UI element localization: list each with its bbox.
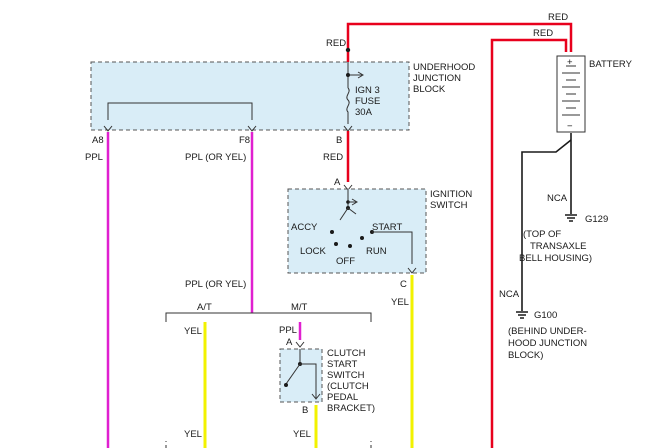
fuse-label: IGN 3 FUSE 30A xyxy=(355,85,380,118)
svg-text:CLUTCH: CLUTCH xyxy=(327,348,366,359)
mt-label: M/T xyxy=(291,302,308,313)
pin-a-ign-label: A xyxy=(334,177,341,188)
underhood-junction-block xyxy=(90,61,410,131)
at-label: A/T xyxy=(197,302,212,313)
svg-text:−: − xyxy=(567,121,573,132)
battery-second-feed-wire xyxy=(490,38,568,448)
yel-label-c: YEL xyxy=(391,297,409,308)
yel-label-at: YEL xyxy=(184,326,202,337)
pin-a-clutch-label: A xyxy=(286,337,293,348)
ppl-or-yel-label-lower: PPL (OR YEL) xyxy=(185,279,246,290)
svg-text:BLOCK: BLOCK xyxy=(413,84,446,95)
battery-feed-wire xyxy=(346,22,573,62)
svg-text:UNDERHOOD: UNDERHOOD xyxy=(413,62,475,73)
g100-label: G100 xyxy=(534,310,557,321)
g129-label: G129 xyxy=(585,214,608,225)
svg-text:+: + xyxy=(567,57,573,68)
g100-ground-icon xyxy=(516,311,528,319)
ppl-label-mt: PPL xyxy=(279,325,297,336)
ignition-switch-contacts xyxy=(330,189,413,264)
svg-text:TRANSAXLE: TRANSAXLE xyxy=(530,241,587,252)
ignition-switch-label: IGNITION SWITCH xyxy=(430,189,472,211)
svg-text:(BEHIND UNDER-: (BEHIND UNDER- xyxy=(508,326,587,337)
pin-a8-label: A8 xyxy=(92,135,104,146)
off-label: OFF xyxy=(336,256,355,267)
fuse-tap-arrow xyxy=(348,71,364,79)
a8-connector-symbol xyxy=(103,125,113,132)
clutch-start-switch-box xyxy=(279,348,323,403)
svg-text:30A: 30A xyxy=(355,107,373,118)
svg-text:SWITCH: SWITCH xyxy=(430,200,468,211)
svg-text:(TOP OF: (TOP OF xyxy=(523,229,561,240)
svg-text:FUSE: FUSE xyxy=(355,96,380,107)
battery-label: BATTERY xyxy=(589,59,633,70)
red-wire-label-fuse-in: RED xyxy=(326,38,346,49)
nca-label-1: NCA xyxy=(547,193,568,204)
red-splice-node xyxy=(345,47,351,53)
svg-text:IGNITION: IGNITION xyxy=(430,189,472,200)
svg-text:START: START xyxy=(327,359,357,370)
svg-text:(CLUTCH: (CLUTCH xyxy=(327,381,369,392)
svg-text:BLOCK): BLOCK) xyxy=(508,350,543,361)
ground-wire-g100 xyxy=(521,139,572,311)
lock-label: LOCK xyxy=(300,246,327,257)
clutch-pin-a-symbol xyxy=(295,341,305,348)
clutch-switch-contacts xyxy=(284,349,321,400)
underhood-junction-block-label: UNDERHOOD JUNCTION BLOCK xyxy=(413,62,475,95)
ignition-switch-box xyxy=(287,188,427,274)
yel-label-bottom-mid: YEL xyxy=(293,429,311,440)
fuse-node xyxy=(346,73,350,77)
svg-text:BELL HOUSING): BELL HOUSING) xyxy=(519,253,592,264)
accy-label: ACCY xyxy=(291,222,318,233)
g129-ground-icon xyxy=(565,214,577,222)
battery-symbol: + − xyxy=(556,55,586,133)
pin-f8-label: F8 xyxy=(239,135,250,146)
svg-text:HOOD JUNCTION: HOOD JUNCTION xyxy=(508,338,587,349)
g100-location-label: (BEHIND UNDER- HOOD JUNCTION BLOCK) xyxy=(508,326,587,361)
nca-label-2: NCA xyxy=(499,289,520,300)
pin-b-clutch-label: B xyxy=(302,405,308,416)
red-wire-label-second: RED xyxy=(533,28,553,39)
yel-label-bottom-left: YEL xyxy=(184,429,202,440)
pin-c-label: C xyxy=(400,279,407,290)
svg-text:IGN 3: IGN 3 xyxy=(355,85,380,96)
run-label: RUN xyxy=(366,246,387,257)
start-label: START xyxy=(372,222,402,233)
ign-pin-c-symbol xyxy=(407,267,417,274)
junction-bus xyxy=(107,102,253,120)
svg-text:JUNCTION: JUNCTION xyxy=(413,73,461,84)
pin-b-fuse-label: B xyxy=(336,135,342,146)
g129-location-label: (TOP OF TRANSAXLE BELL HOUSING) xyxy=(519,229,592,264)
red-wire-label-top: RED xyxy=(548,12,568,23)
clutch-start-switch-label: CLUTCH START SWITCH (CLUTCH PEDAL BRACKE… xyxy=(327,348,375,414)
svg-text:BRACKET): BRACKET) xyxy=(327,403,375,414)
svg-text:SWITCH: SWITCH xyxy=(327,370,365,381)
option-bracket xyxy=(165,312,372,322)
svg-text:PEDAL: PEDAL xyxy=(327,392,358,403)
lower-option-bracket xyxy=(165,441,372,448)
ppl-or-yel-label-f8: PPL (OR YEL) xyxy=(185,152,246,163)
red-wire-label-fuse-out: RED xyxy=(323,152,343,163)
ppl-label-a8: PPL xyxy=(85,152,103,163)
f8-connector-symbol xyxy=(247,125,257,132)
